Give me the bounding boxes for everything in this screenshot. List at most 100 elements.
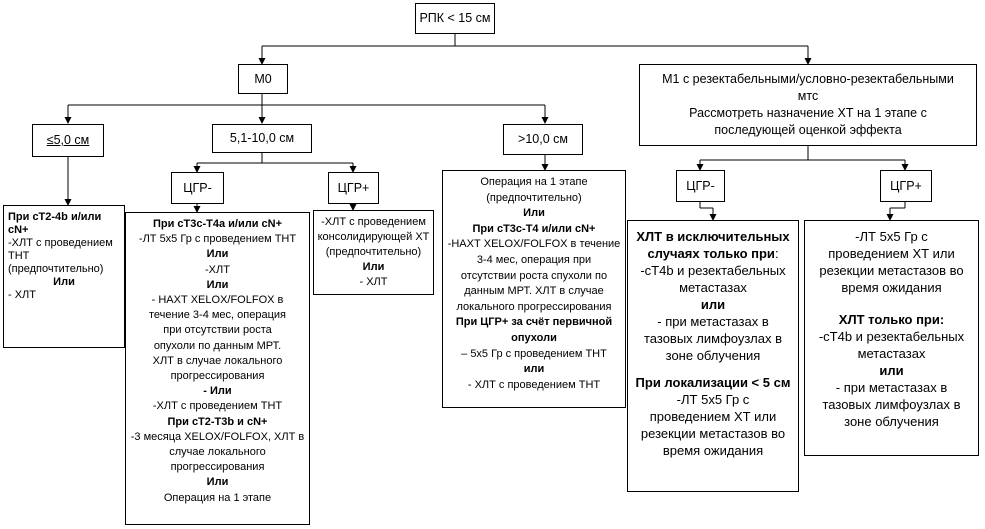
size-mid-node: 5,1-10,0 см [212,124,312,153]
midminus-line-15: -3 месяца XELOX/FOLFOX, ХЛТ в [130,430,305,443]
m1plus-line-8: или [879,363,904,378]
small-line-1: При сТ2-4b и/или [8,211,102,223]
m1minus-line-5: или [700,297,726,312]
small-line-3: -ХЛТ с проведением [8,237,113,249]
big-line-10: При ЦГР+ за счёт первичной [455,316,613,329]
root-label: РПК < 15 см [419,11,491,25]
m1-line-1: М1 с резектабельными/условно-резектабель… [662,72,954,86]
midminus-line-1: При сТ3с-Т4а и/или сN+ [152,218,283,230]
midminus-line-8: при отсутствии роста [163,324,272,337]
midminus-line-7: течение 3-4 мес, операция [149,309,286,322]
big-line-1: Операция на 1 этапе [480,176,588,188]
midminus-line-13: -ХЛТ с проведением ТНТ [152,400,283,413]
small-line-4: ТНТ [8,250,30,262]
size-small-label: ≤5,0 см [46,133,90,147]
m1-line-3: Рассмотреть назначение ХТ на 1 этапе с [689,106,927,120]
big-line-7: отсутствии роста спухоли по [460,269,608,282]
m1minus-line-11: проведением ХТ или [649,409,777,424]
small-line-7: - ХЛТ [8,289,36,301]
m1plus-line-4: время ожидания [841,280,942,295]
midminus-line-12: - Или [203,385,232,398]
midminus-line-18: Или [206,476,229,489]
m1minus-line-2: случаях только при [647,246,775,261]
m1plus-line-7: метастазах [857,346,926,361]
size-mid-label: 5,1-10,0 см [229,131,295,145]
m1plus-line-3: резекции метастазов во [819,263,964,278]
m1plus-line-2: проведением ХТ или [828,246,955,261]
small-line-6: Или [53,276,75,288]
midplus-line-5: - ХЛТ [359,276,388,288]
m0-label: М0 [254,71,272,86]
cgr-minus-mid-label: ЦГР- [183,180,212,195]
big-line-11: опухоли [511,331,557,344]
m1minus-spacer [632,364,794,374]
m1minus-line-3: -сТ4b и резектабельных [640,263,786,278]
midminus-line-2: -ЛТ 5х5 Гр с проведением ТНТ [138,233,297,246]
big-line-4: При сТ3с-Т4 и/или сN+ [472,222,596,235]
m1plus-line-6: -сТ4b и резектабельных [818,329,965,344]
cgr-plus-mid-node: ЦГР+ [328,172,379,204]
root-node: РПК < 15 см [415,3,495,34]
m1minus-line-8: зоне облучения [665,348,761,363]
midplus-line-1: -ХЛТ с проведением [321,216,426,228]
midminus-line-16: случае локального [169,446,266,459]
cgr-minus-m1-node: ЦГР- [676,170,725,202]
m1-cgr-plus-recommendation: -ЛТ 5х5 Гр с проведением ХТ или резекции… [804,220,979,456]
size-big-label: >10,0 см [518,132,568,146]
m1minus-line-13: время ожидания [662,443,764,458]
cgr-plus-m1-node: ЦГР+ [880,170,932,202]
m1minus-line-9: При локализации < 5 см [635,375,791,390]
m1-line-4: последующей оценкой эффекта [714,123,902,137]
small-size-recommendation: При сТ2-4b и/или cN+ -ХЛТ с проведением … [3,205,125,348]
big-line-6: 3-4 мес, операция при [476,253,592,266]
mid-cgr-minus-recommendation: При сТ3с-Т4а и/или сN+ -ЛТ 5х5 Гр с пров… [125,212,310,525]
size-small-node: ≤5,0 см [32,124,104,157]
m1-cgr-minus-recommendation: ХЛТ в исключительных случаях только при:… [627,220,799,492]
midminus-line-9: опухоли по данным МРТ. [153,339,282,352]
midminus-line-4: -ХЛТ [205,263,230,276]
m1minus-line-12: резекции метастазов во [640,426,786,441]
small-line-2: cN+ [8,224,29,236]
big-line-2: (предпочтительно) [486,191,582,204]
m1minus-line-4: метастазах [679,280,747,295]
midminus-line-10: ХЛТ в случае локального [152,354,283,367]
m1plus-line-1: -ЛТ 5х5 Гр с [855,229,928,244]
big-line-13: или [523,363,545,376]
m1plus-spacer [809,296,974,311]
midminus-line-14: При сТ2-Т3b и cN+ [167,415,268,428]
m1plus-line-10: тазовых лимфоузлах в [822,397,961,412]
m1minus-line-6: - при метастазах в [657,314,769,329]
big-line-12: – 5х5 Гр с проведением ТНТ [461,347,607,360]
m1plus-line-11: зоне облучения [844,414,939,429]
m1plus-line-9: - при метастазах в [835,380,948,395]
midplus-line-2: консолидирующей ХТ [317,231,430,243]
cgr-plus-mid-label: ЦГР+ [337,180,370,195]
big-size-recommendation: Операция на 1 этапе (предпочтительно) Ил… [442,170,626,408]
cgr-minus-m1-label: ЦГР- [686,178,715,193]
big-line-3: Или [523,207,545,220]
midplus-line-4: Или [362,261,385,273]
big-line-9: локального прогрессирования [456,300,612,313]
m1minus-line-10: -ЛТ 5х5 Гр с [676,392,750,407]
m1minus-line-2-colon: : [774,246,779,261]
m1-node: М1 с резектабельными/условно-резектабель… [639,64,977,146]
midminus-line-6: - НАХТ XELOX/FOLFOX в [151,294,284,307]
midminus-line-11: прогрессирования [170,370,265,383]
size-big-node: >10,0 см [503,124,583,155]
cgr-minus-mid-node: ЦГР- [171,172,224,204]
midminus-line-3: Или [206,248,229,261]
midminus-line-5: Или [206,278,229,291]
m1minus-line-7: тазовых лимфоузлах в [643,331,782,346]
midminus-line-19: Операция на 1 этапе [163,491,272,504]
m1-line-2: мтс [797,89,819,103]
m1plus-line-5: ХЛТ только при: [838,312,945,327]
big-line-8: данным МРТ. ХЛТ в случае [464,285,604,298]
big-line-14: - ХЛТ с проведением ТНТ [467,378,601,391]
m1minus-line-1: ХЛТ в исключительных [636,229,790,244]
cgr-plus-m1-label: ЦГР+ [890,178,922,193]
small-line-5: (предпочтительно) [8,263,104,275]
m0-node: М0 [238,64,288,94]
mid-cgr-plus-recommendation: -ХЛТ с проведением консолидирующей ХТ (п… [313,210,434,295]
midminus-line-17: прогрессирования [170,461,265,474]
